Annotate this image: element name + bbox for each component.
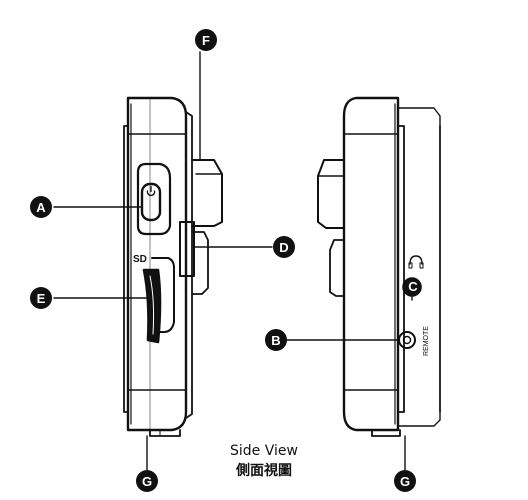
callout-g-right: G — [394, 470, 416, 492]
svg-text:D: D — [279, 240, 288, 255]
left-device — [123, 96, 223, 437]
callout-a: A — [30, 196, 52, 218]
leader-lines — [53, 51, 413, 471]
right-device — [317, 96, 441, 437]
svg-text:B: B — [271, 333, 280, 348]
svg-text:C: C — [408, 279, 418, 294]
callout-e: E — [30, 287, 52, 309]
svg-text:E: E — [37, 291, 46, 306]
svg-text:G: G — [142, 474, 152, 489]
caption-title: Side View — [230, 443, 298, 459]
sd-label: SD — [133, 254, 147, 265]
headphone-icon — [408, 255, 424, 269]
callout-d: D — [273, 236, 295, 258]
svg-text:F: F — [202, 33, 210, 48]
caption-subtitle: 側面視圖 — [236, 463, 292, 479]
callout-g-left: G — [136, 470, 158, 492]
svg-text:A: A — [36, 200, 46, 215]
callout-b: B — [265, 329, 287, 351]
remote-label: REMOTE — [423, 326, 430, 356]
callout-c: C — [403, 278, 421, 296]
callout-f: F — [195, 29, 217, 51]
power-icon — [146, 185, 156, 197]
svg-text:G: G — [400, 474, 410, 489]
